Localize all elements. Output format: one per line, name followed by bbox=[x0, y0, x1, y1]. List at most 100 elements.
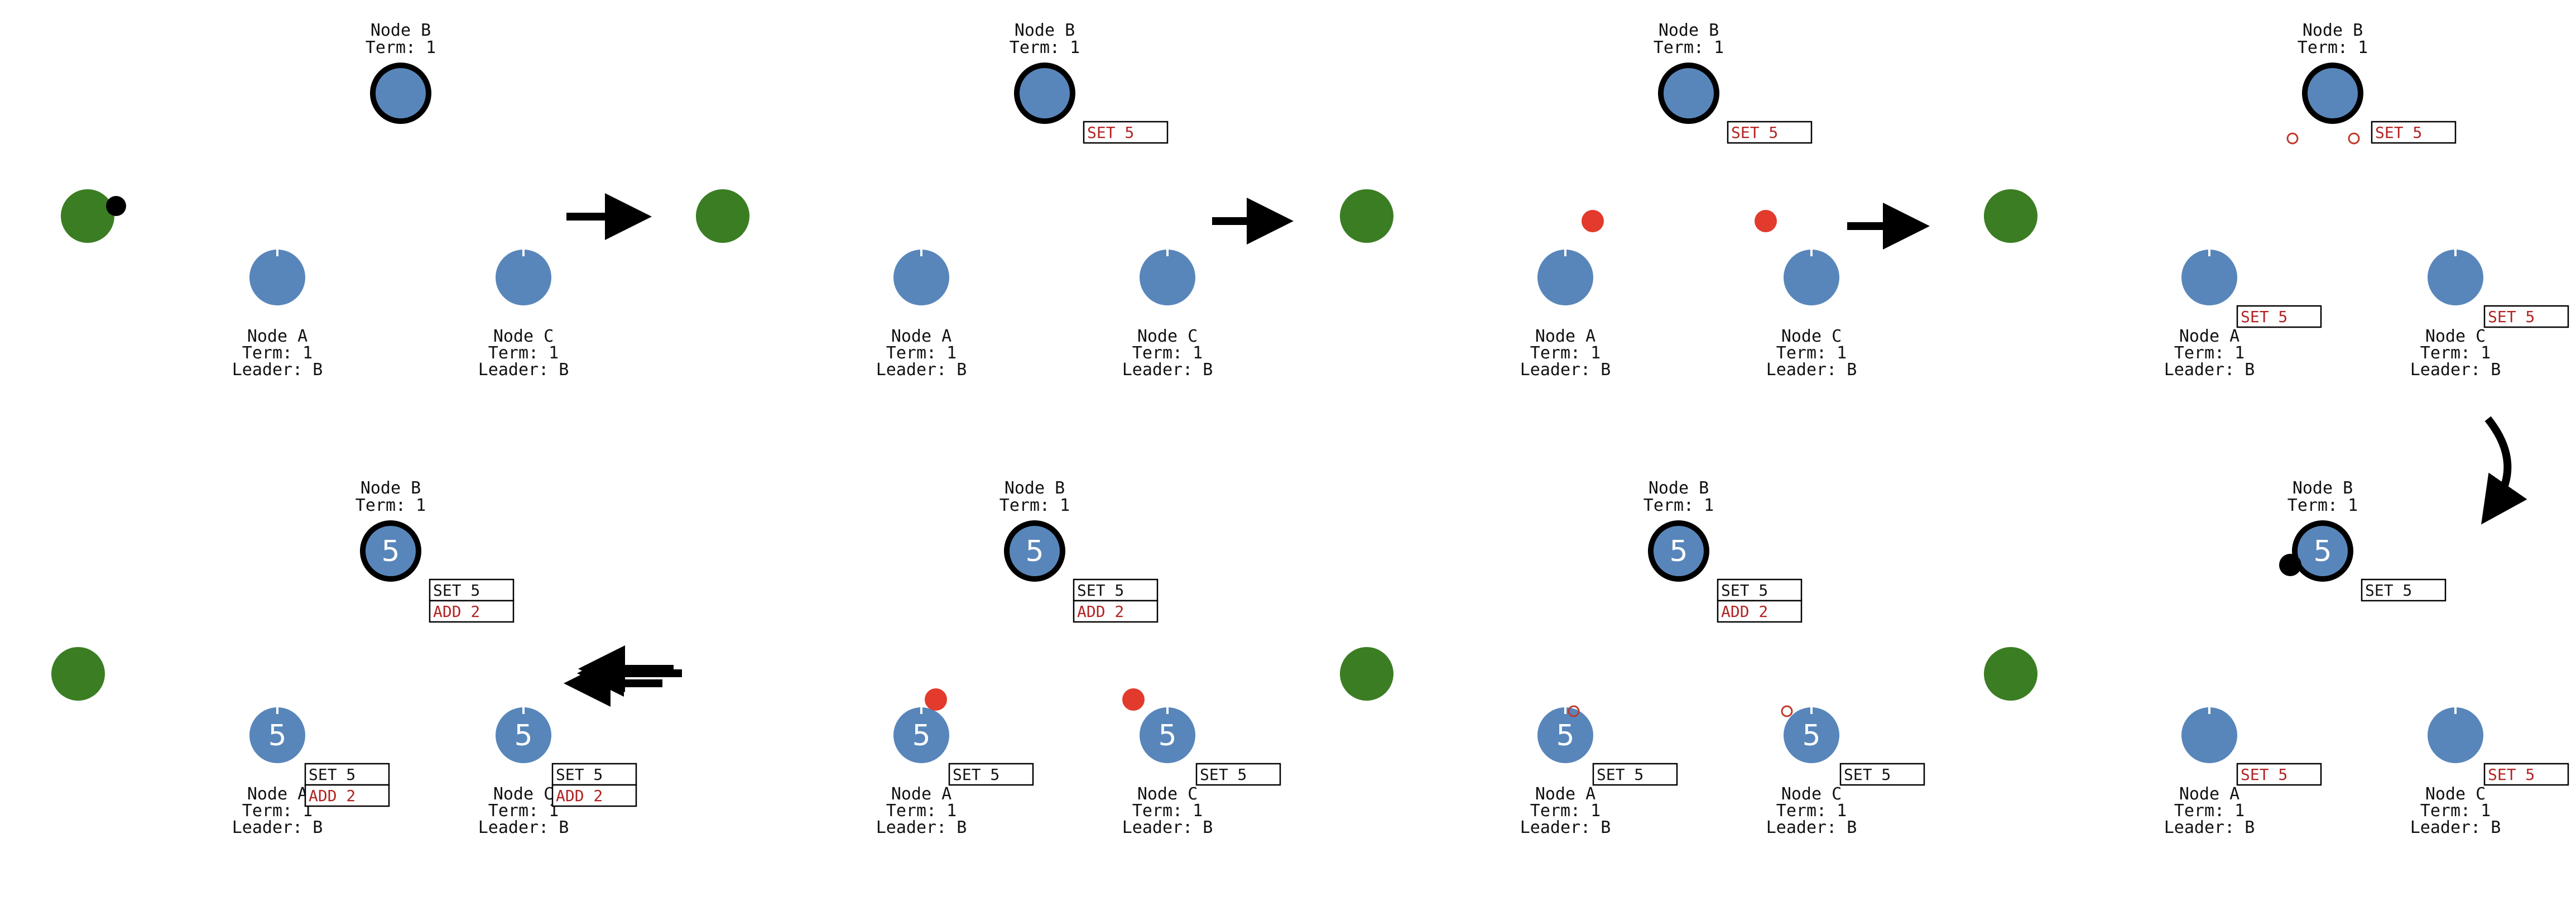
node-c-name: Node C bbox=[1781, 327, 1842, 346]
node-c-name: Node C bbox=[2425, 784, 2486, 804]
node-a-leader: Leader: B bbox=[1520, 360, 1611, 380]
node-b: 5 bbox=[1648, 520, 1709, 582]
node-b-term: Term: 1 bbox=[366, 38, 436, 58]
node-b-circle bbox=[2302, 63, 2363, 124]
node-b bbox=[370, 63, 431, 124]
node-b-term: Term: 1 bbox=[355, 496, 426, 515]
node-c-leader: Leader: B bbox=[2410, 818, 2501, 837]
node-a-circle bbox=[249, 707, 305, 763]
node-b-value: 5 bbox=[1669, 535, 1688, 568]
node-c-log-entry-box bbox=[551, 763, 637, 786]
node-b-log-entry-text: ADD 2 bbox=[1077, 602, 1124, 621]
node-b: 5 bbox=[2292, 520, 2353, 582]
ack-ring bbox=[2348, 132, 2360, 145]
node-c-term: Term: 1 bbox=[1132, 801, 1203, 821]
node-a-log-entry-box bbox=[1592, 763, 1678, 786]
node-a: 5 bbox=[893, 707, 949, 763]
node-b-term: Term: 1 bbox=[2287, 496, 2358, 515]
node-b-log-entry-text: ADD 2 bbox=[433, 602, 480, 621]
node-c-name: Node C bbox=[493, 327, 554, 346]
node-c-leader: Leader: B bbox=[478, 360, 569, 380]
node-a-term: Term: 1 bbox=[242, 343, 313, 363]
node-c-term: Term: 1 bbox=[2420, 343, 2491, 363]
node-a-value: 5 bbox=[268, 719, 286, 753]
node-a-term: Term: 1 bbox=[886, 801, 957, 821]
node-b-log-entry-box bbox=[1083, 121, 1169, 144]
node-a-log-entry-box bbox=[304, 784, 390, 807]
node-a-leader: Leader: B bbox=[2164, 818, 2255, 837]
node-b-circle bbox=[360, 520, 421, 582]
node-b-circle bbox=[1004, 520, 1065, 582]
node-b-term: Term: 1 bbox=[999, 496, 1070, 515]
node-c-name: Node C bbox=[493, 784, 554, 804]
node-a-leader: Leader: B bbox=[876, 360, 967, 380]
node-b-name: Node B bbox=[1649, 478, 1709, 498]
node-a-name: Node A bbox=[247, 327, 307, 346]
node-b-term: Term: 1 bbox=[1654, 38, 1724, 58]
node-a-name: Node A bbox=[1535, 784, 1595, 804]
node-c-log-entry-box bbox=[2483, 763, 2569, 786]
node-c-term: Term: 1 bbox=[1776, 801, 1847, 821]
node-a-log-entry-box bbox=[2236, 763, 2322, 786]
node-c-term: Term: 1 bbox=[2420, 801, 2491, 821]
node-c-term: Term: 1 bbox=[1132, 343, 1203, 363]
node-c: 5 bbox=[496, 707, 551, 763]
node-c-leader: Leader: B bbox=[1122, 818, 1213, 837]
node-b bbox=[1014, 63, 1075, 124]
node-a bbox=[2181, 707, 2237, 763]
node-a-circle bbox=[2181, 707, 2237, 763]
node-c-log-entry-text: SET 5 bbox=[556, 765, 603, 784]
node-a-leader: Leader: B bbox=[2164, 360, 2255, 380]
client-circle bbox=[696, 189, 749, 243]
node-c-term: Term: 1 bbox=[488, 343, 559, 363]
node-a: 5 bbox=[1537, 707, 1593, 763]
node-a-log-entry-box bbox=[948, 763, 1034, 786]
node-b-circle bbox=[1014, 63, 1075, 124]
node-a-term: Term: 1 bbox=[2174, 801, 2245, 821]
node-a-leader: Leader: B bbox=[232, 818, 323, 837]
node-b-value: 5 bbox=[381, 535, 400, 568]
node-a-term: Term: 1 bbox=[1530, 343, 1601, 363]
node-a-circle bbox=[893, 707, 949, 763]
node-a-log-entry-box bbox=[2236, 305, 2322, 328]
node-c-log-entry-text: SET 5 bbox=[2488, 308, 2535, 326]
node-b-value: 5 bbox=[1025, 535, 1044, 568]
node-b-log-entry-box bbox=[2361, 578, 2447, 602]
node-a-term: Term: 1 bbox=[242, 801, 313, 821]
node-c bbox=[496, 250, 551, 305]
node-a bbox=[893, 250, 949, 305]
node-b-term: Term: 1 bbox=[1643, 496, 1714, 515]
node-b-name: Node B bbox=[2303, 21, 2363, 40]
node-c-log-entry-box bbox=[2483, 305, 2569, 328]
node-c-value: 5 bbox=[1158, 719, 1176, 753]
node-b-log-entry-text: SET 5 bbox=[2375, 123, 2422, 142]
node-c-log-entry-text: SET 5 bbox=[1200, 765, 1247, 784]
node-a-name: Node A bbox=[2179, 327, 2239, 346]
ack-ring bbox=[1781, 705, 1793, 717]
node-b-value: 5 bbox=[2313, 535, 2332, 568]
node-b-circle bbox=[2292, 520, 2353, 582]
node-b-log-entry-box bbox=[1727, 121, 1813, 144]
node-b bbox=[2302, 63, 2363, 124]
node-c bbox=[2428, 707, 2483, 763]
node-c-leader: Leader: B bbox=[1766, 818, 1857, 837]
node-b-log-entry-text: SET 5 bbox=[1731, 123, 1778, 142]
node-a-leader: Leader: B bbox=[1520, 818, 1611, 837]
node-c-leader: Leader: B bbox=[1766, 360, 1857, 380]
message-dot bbox=[1755, 210, 1777, 232]
node-a-name: Node A bbox=[247, 784, 307, 804]
node-a bbox=[1537, 250, 1593, 305]
node-b-term: Term: 1 bbox=[2298, 38, 2368, 58]
node-c-leader: Leader: B bbox=[2410, 360, 2501, 380]
node-b-term: Term: 1 bbox=[1010, 38, 1080, 58]
node-c-name: Node C bbox=[1137, 327, 1198, 346]
node-c-log-entry-box bbox=[551, 784, 637, 807]
node-b-name: Node B bbox=[1015, 21, 1075, 40]
node-b-name: Node B bbox=[1659, 21, 1719, 40]
